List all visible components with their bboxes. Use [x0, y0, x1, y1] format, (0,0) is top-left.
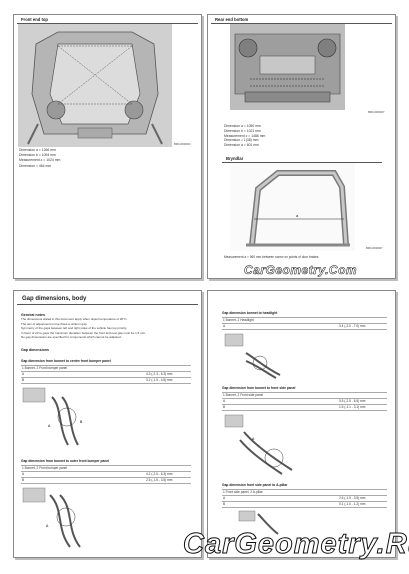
gap-value: 4.2 (-2.5 - 6.3) mm	[146, 472, 173, 476]
dimension-item: Dimension = 464 mm	[19, 163, 52, 168]
document-page-gap-dimensions-continued: Gap dimension bonnet to headlight 1 Bonn…	[207, 290, 396, 558]
document-page-rear-end: Rear end bottom BRN-0000007 Dimension a …	[207, 14, 396, 279]
section-header: Bryndlar	[222, 154, 382, 163]
gap-diagram-bonnet-outer: A	[22, 487, 92, 549]
dimension-item: Dimension = 1(38) mm	[224, 138, 259, 143]
gap-value: 2.6 (-1.5 - 3.5) mm	[339, 496, 366, 500]
tailgate-frame-diagram: a	[230, 163, 355, 251]
dimension-item: Dimension a = 1266 mm	[19, 148, 56, 152]
dimension-item: Measurement c = 1024 mm	[19, 158, 61, 163]
gap-key: A	[22, 372, 25, 376]
section-header: Front end top	[17, 15, 198, 24]
svg-text:B: B	[80, 420, 83, 424]
gap-section-title: Gap dimension from bonnet to front side …	[222, 386, 296, 390]
dimension-item: Dimension b = 1094 mm	[19, 153, 56, 158]
document-page-front-end: Front end top BRN-0000003 Dimension a = …	[13, 14, 202, 279]
figure-code: BRN-0000003	[174, 143, 191, 146]
dimension-list: Dimension a = 1050 mm Dimension b = 1021…	[224, 124, 265, 148]
svg-text:A: A	[46, 524, 49, 528]
svg-text:A: A	[48, 424, 51, 428]
rear-end-diagram	[230, 24, 345, 110]
gap-diagram-a-pillar	[238, 510, 282, 536]
gap-key: B	[223, 405, 226, 409]
figure-code: BRN-0000007	[366, 247, 383, 250]
gap-key: A	[223, 496, 226, 500]
subsection-title: Gap dimensions	[21, 348, 49, 352]
gap-part-label: 1 Bonnet, 2 Front bumper panel	[22, 466, 68, 470]
gap-value: 0.1 (-1.0 - 1.2) mm	[339, 502, 366, 506]
gap-key: B	[22, 478, 25, 482]
gap-key: A	[22, 472, 25, 476]
page-title: Gap dimensions, body	[17, 291, 198, 305]
general-notes-title: General notes	[21, 313, 45, 317]
gap-value: 3.5 (-2.5 - 6.5) mm	[339, 399, 366, 403]
gap-key: A	[223, 324, 226, 328]
gap-part-label: 1 Bonnet, 2 Front bumper panel	[22, 366, 68, 370]
gap-value: 3.4 (-2.0 - 7.0) mm	[339, 324, 366, 328]
gap-value: 1.5 (-1.1 - 3.1) mm	[339, 405, 366, 409]
note-item: In favor of 20 to gaps the maximum devia…	[21, 330, 146, 335]
note-item: The aim of adjustment is true flows a un…	[21, 321, 88, 326]
svg-text:a: a	[296, 213, 299, 218]
gap-value: 2.5 (-1.5 - 3.5) mm	[146, 478, 173, 482]
note-item: Symmetry of the gaps between left and ri…	[21, 326, 128, 331]
gap-value: 3.2 (-1.5 - 4.5) mm	[146, 378, 173, 382]
figure-code: BRN-0000007	[368, 111, 385, 114]
gap-diagram-front-side-panel: A	[224, 414, 294, 476]
gap-section-title: Gap dimension front side panel to A-pill…	[222, 483, 288, 487]
note-item: The dimensions stated in this document a…	[21, 317, 128, 321]
gap-part-label: 1 Bonnet, 2 Headlight	[223, 318, 254, 322]
dimension-item: Dimension b = 1021 mm	[224, 128, 261, 133]
gap-key: B	[223, 502, 226, 506]
svg-text:A: A	[252, 437, 255, 441]
gap-part-label: 1 Bonnet, 2 Front side panel	[223, 393, 264, 397]
gap-diagram-headlight	[224, 333, 282, 379]
gap-value: 4.3 (-2.3 - 6.3) mm	[146, 372, 173, 376]
gap-diagram-bonnet-centre: A B	[22, 387, 92, 449]
dimension-item: Dimension a = 1050 mm	[224, 124, 261, 128]
gap-key: B	[22, 378, 25, 382]
gap-section-title: Gap dimension from bonnet to outer front…	[21, 459, 110, 463]
dimension-item: Dimension a = 601 mm	[224, 143, 259, 148]
document-page-gap-dimensions: Gap dimensions, body General notes The d…	[13, 290, 202, 558]
gap-section-title: Gap dimension from bonnet to centre fron…	[21, 359, 111, 363]
front-end-diagram	[18, 24, 172, 147]
gap-section-title: Gap dimension bonnet to headlight	[222, 311, 278, 315]
dimension-list: Dimension a = 1266 mm Dimension b = 1094…	[19, 148, 60, 169]
watermark-text: CarGeometry.Com	[244, 263, 358, 278]
section-header: Rear end bottom	[211, 15, 392, 24]
watermark-text: CarGeometry.Ru	[182, 528, 409, 561]
gap-key: A	[223, 399, 226, 403]
dimension-item: Measurement c = 1486 mm	[224, 133, 266, 138]
measurement-note: Measurement a = 960 mm between screw on …	[224, 255, 319, 259]
gap-part-label: 1 Front side panel, 2 A-pillar	[223, 490, 263, 494]
note-item: No gap dimensions are specified for comp…	[21, 335, 122, 340]
